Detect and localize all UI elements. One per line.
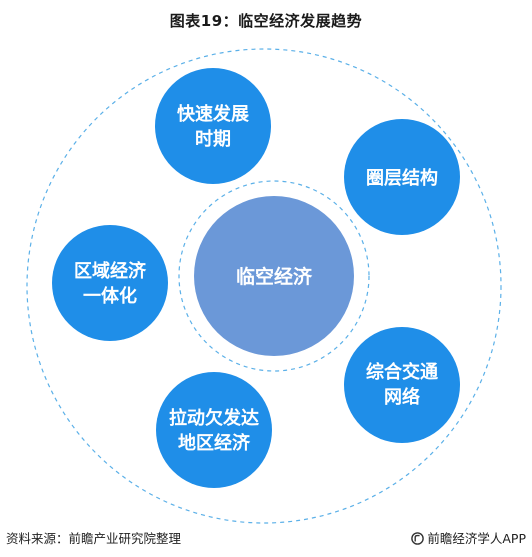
node-transport-network-line2: 网络 xyxy=(384,386,420,408)
source-note: 资料来源：前瞻产业研究院整理 xyxy=(6,531,182,546)
brand-name: 前瞻经济学人APP xyxy=(427,531,526,546)
node-rapid-development-line2: 时期 xyxy=(195,129,231,150)
brand-credit: 前瞻经济学人APP xyxy=(411,528,526,547)
node-transport-network: 综合交通 网络 xyxy=(344,327,460,443)
footer: 资料来源：前瞻产业研究院整理 前瞻经济学人APP xyxy=(6,528,526,548)
node-ring-structure-line1: 圈层结构 xyxy=(366,167,438,189)
node-underdeveloped-economy: 拉动欠发达 地区经济 xyxy=(156,372,272,488)
chart-title: 图表19：临空经济发展趋势 xyxy=(169,12,363,30)
node-regional-integration-line1: 区域经济 xyxy=(74,260,147,282)
node-rapid-development: 快速发展 时期 xyxy=(155,68,271,184)
center-node: 临空经济 xyxy=(194,196,354,356)
node-regional-integration-line2: 一体化 xyxy=(83,285,137,307)
node-underdeveloped-economy-line1: 拉动欠发达 xyxy=(169,407,259,429)
brand-logo-icon xyxy=(411,532,425,545)
center-node-label: 临空经济 xyxy=(236,265,313,288)
outer-dashed-ring xyxy=(26,48,502,524)
node-rapid-development-line1: 快速发展 xyxy=(177,103,250,125)
node-regional-integration: 区域经济 一体化 xyxy=(52,225,168,341)
node-ring-structure: 圈层结构 xyxy=(344,119,460,235)
inner-dashed-ring xyxy=(178,180,370,372)
node-transport-network-line1: 综合交通 xyxy=(366,361,438,383)
node-underdeveloped-economy-line2: 地区经济 xyxy=(178,432,251,454)
